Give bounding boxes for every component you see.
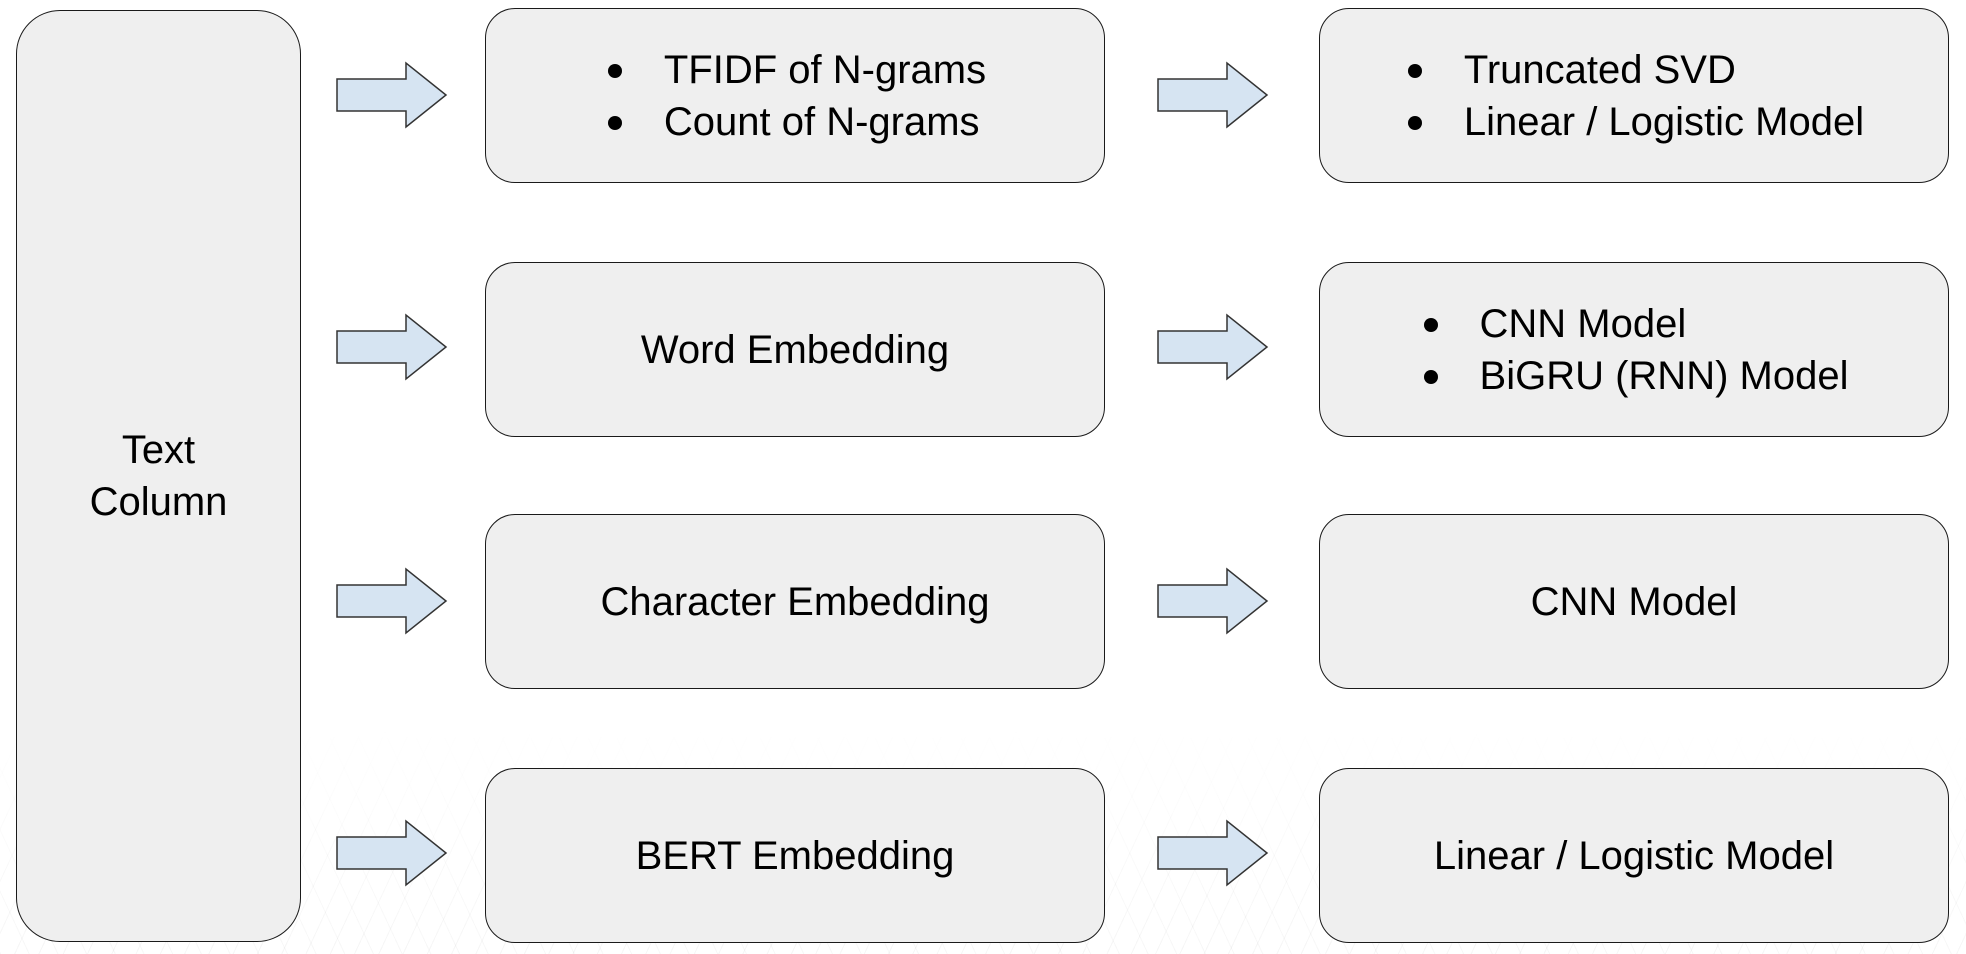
bert-linear-model-label: Linear / Logistic Model — [1433, 833, 1835, 878]
right-arrow-icon — [336, 819, 448, 887]
bert-embedding-box: BERT Embedding — [485, 768, 1105, 943]
model-item-cnn: CNN Model — [1420, 298, 1849, 350]
right-arrow-icon — [336, 61, 448, 129]
bert-linear-model-box: Linear / Logistic Model — [1319, 768, 1949, 943]
feature-item-tfidf: TFIDF of N-grams — [604, 44, 986, 96]
model-item-truncated-svd: Truncated SVD — [1404, 44, 1864, 96]
ngram-features-list: TFIDF of N-grams Count of N-grams — [604, 44, 986, 148]
cnn-bigru-model-list: CNN Model BiGRU (RNN) Model — [1420, 298, 1849, 402]
right-arrow-icon — [1157, 567, 1269, 635]
ngram-features-box: TFIDF of N-grams Count of N-grams — [485, 8, 1105, 183]
word-embedding-label: Word Embedding — [640, 327, 950, 372]
feature-item-count: Count of N-grams — [604, 96, 986, 148]
text-column-label: Text Column — [89, 428, 228, 524]
svd-linear-model-box: Truncated SVD Linear / Logistic Model — [1319, 8, 1949, 183]
right-arrow-icon — [1157, 313, 1269, 381]
text-column-box: Text Column — [16, 10, 301, 942]
bert-embedding-label: BERT Embedding — [635, 833, 955, 878]
character-embedding-label: Character Embedding — [600, 579, 990, 624]
word-embedding-box: Word Embedding — [485, 262, 1105, 437]
right-arrow-icon — [1157, 61, 1269, 129]
model-item-bigru: BiGRU (RNN) Model — [1420, 350, 1848, 402]
right-arrow-icon — [336, 567, 448, 635]
char-cnn-model-label: CNN Model — [1530, 579, 1738, 624]
cnn-bigru-model-box: CNN Model BiGRU (RNN) Model — [1319, 262, 1949, 437]
model-item-linear-logistic: Linear / Logistic Model — [1404, 96, 1864, 148]
character-embedding-box: Character Embedding — [485, 514, 1105, 689]
right-arrow-icon — [336, 313, 448, 381]
right-arrow-icon — [1157, 819, 1269, 887]
char-cnn-model-box: CNN Model — [1319, 514, 1949, 689]
svd-linear-model-list: Truncated SVD Linear / Logistic Model — [1404, 44, 1864, 148]
